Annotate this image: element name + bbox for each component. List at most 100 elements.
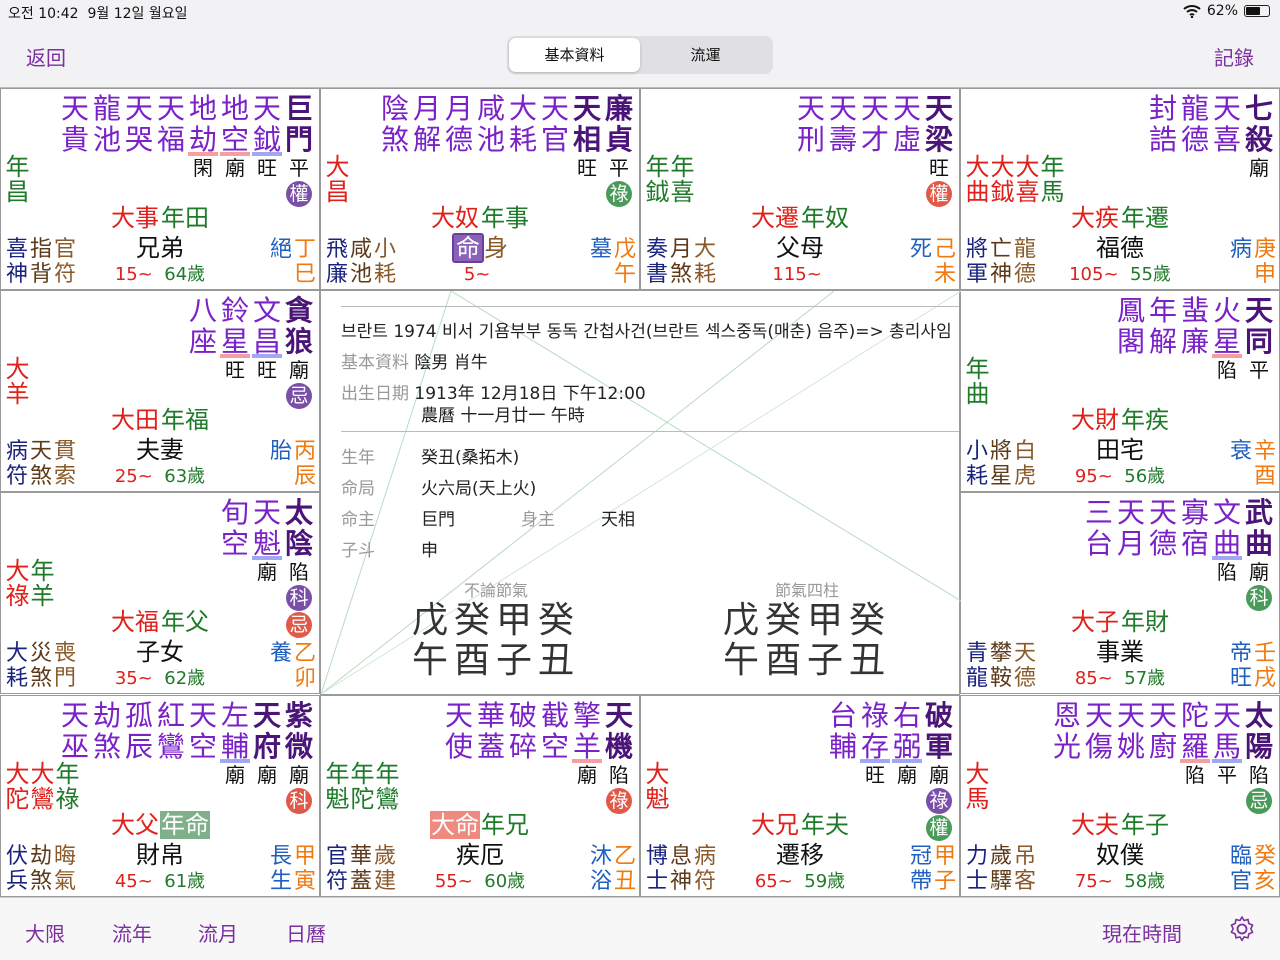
- minor-star[interactable]: 鳳閣: [1115, 295, 1147, 382]
- minor-star[interactable]: 天虛: [891, 93, 923, 207]
- minor-star[interactable]: 天哭: [123, 93, 155, 207]
- major-star[interactable]: 破軍廟祿權: [923, 700, 955, 841]
- pillar-title: 節氣四柱: [774, 581, 839, 600]
- minor-star[interactable]: 天刑: [795, 93, 827, 207]
- minor-star[interactable]: 龍德: [1179, 93, 1211, 180]
- major-star[interactable]: 天同平: [1243, 295, 1275, 382]
- minor-star[interactable]: 天傷: [1083, 700, 1115, 814]
- major-star[interactable]: 天府廟: [251, 700, 283, 814]
- minor-star[interactable]: 月德: [443, 93, 475, 207]
- minor-star[interactable]: 蜚廉: [1179, 295, 1211, 382]
- major-star[interactable]: 七殺廟: [1243, 93, 1275, 180]
- major-star[interactable]: 天梁旺權: [923, 93, 955, 207]
- minor-star[interactable]: 鈴星旺: [219, 295, 251, 409]
- record-button[interactable]: 記錄: [1214, 46, 1254, 70]
- minor-gods: 小耗將星白虎: [965, 439, 1037, 489]
- back-button[interactable]: 返回: [26, 46, 66, 70]
- minor-star[interactable]: 左輔廟: [219, 700, 251, 814]
- minor-star[interactable]: 火星陷: [1211, 295, 1243, 382]
- minor-star[interactable]: 祿存旺: [859, 700, 891, 841]
- minor-star[interactable]: 寡宿: [1179, 497, 1211, 611]
- major-star[interactable]: 紫微廟科: [283, 700, 315, 814]
- major-star[interactable]: 太陽陷忌: [1243, 700, 1275, 814]
- minor-star[interactable]: 紅鸞: [155, 700, 187, 814]
- minor-star[interactable]: 旬空: [219, 497, 251, 638]
- minor-star[interactable]: 地劫閑: [187, 93, 219, 207]
- minor-star[interactable]: 天喜: [1211, 93, 1243, 180]
- minor-star[interactable]: 天巫: [59, 700, 91, 814]
- minor-star[interactable]: 天月: [1115, 497, 1147, 611]
- major-star[interactable]: 天機陷祿: [603, 700, 635, 814]
- gear-icon[interactable]: [1228, 915, 1256, 943]
- minor-star[interactable]: 八座: [187, 295, 219, 409]
- minor-star[interactable]: 天福: [155, 93, 187, 207]
- minor-star[interactable]: 華蓋: [475, 700, 507, 814]
- minor-star[interactable]: 台輔: [827, 700, 859, 841]
- minor-star[interactable]: 咸池: [475, 93, 507, 207]
- minor-god: 龍德: [1013, 237, 1036, 287]
- minor-star[interactable]: 天才: [859, 93, 891, 207]
- minor-star[interactable]: 劫煞: [91, 700, 123, 814]
- minor-star[interactable]: 大耗: [507, 93, 539, 207]
- minor-star[interactable]: 破碎: [507, 700, 539, 814]
- minor-star[interactable]: 右弼廟: [891, 700, 923, 841]
- stem-branch: 病庚申: [1229, 237, 1277, 287]
- yearly-button[interactable]: 流年: [112, 922, 152, 946]
- minor-star[interactable]: 封誥: [1147, 93, 1179, 180]
- minor-star[interactable]: 天廚: [1147, 700, 1179, 814]
- minor-star[interactable]: 擎羊廟: [571, 700, 603, 814]
- minor-star[interactable]: 文曲陷: [1211, 497, 1243, 611]
- minor-star[interactable]: 天官: [539, 93, 571, 207]
- major-period-button[interactable]: 大限: [25, 922, 65, 946]
- age-range: 115~: [641, 263, 959, 287]
- calendar-button[interactable]: 日曆: [286, 922, 326, 946]
- period-palace-label: 年財: [1121, 608, 1169, 636]
- minor-star[interactable]: 陰煞: [379, 93, 411, 207]
- monthly-button[interactable]: 流月: [198, 922, 238, 946]
- minor-star[interactable]: 地空廟: [219, 93, 251, 207]
- tab-basic-info[interactable]: 基本資料: [509, 38, 640, 72]
- current-time-button[interactable]: 現在時間: [1102, 922, 1182, 946]
- minor-star[interactable]: 文昌旺: [251, 295, 283, 409]
- minor-star[interactable]: 月解: [411, 93, 443, 207]
- period-palace-labels: 大疾年遷: [961, 203, 1279, 233]
- minor-star[interactable]: 天德: [1147, 497, 1179, 611]
- major-star[interactable]: 巨門平權: [283, 93, 315, 207]
- minor-star[interactable]: 天壽: [827, 93, 859, 207]
- period-palace-labels: 大命年兄: [321, 810, 639, 840]
- minor-star[interactable]: 天魁廟: [251, 497, 283, 638]
- major-star[interactable]: 天相旺: [571, 93, 603, 207]
- minor-star[interactable]: 三台: [1083, 497, 1115, 611]
- minor-star[interactable]: 天馬平: [1211, 700, 1243, 814]
- minor-star[interactable]: 天姚: [1115, 700, 1147, 814]
- minor-star[interactable]: 恩光: [1051, 700, 1083, 814]
- minor-star[interactable]: 天空: [187, 700, 219, 814]
- major-star[interactable]: 廉貞平祿: [603, 93, 635, 207]
- minor-star[interactable]: 孤辰: [123, 700, 155, 814]
- minor-star[interactable]: 陀羅陷: [1179, 700, 1211, 814]
- minor-star[interactable]: 天貴: [59, 93, 91, 207]
- tab-fortune[interactable]: 流運: [690, 46, 721, 64]
- major-star[interactable]: 貪狼廟忌: [283, 295, 315, 409]
- minor-star[interactable]: 截空: [539, 700, 571, 814]
- major-star[interactable]: 太陰陷科忌: [283, 497, 315, 638]
- transformation-badge: 忌: [1246, 788, 1272, 814]
- minor-star[interactable]: 龍池: [91, 93, 123, 207]
- major-star[interactable]: 武曲廟科: [1243, 497, 1275, 611]
- minor-star[interactable]: 年解: [1147, 295, 1179, 382]
- minor-star[interactable]: 天鉞旺: [251, 93, 283, 207]
- minor-star[interactable]: 天使: [443, 700, 475, 814]
- period-palace-label: 大命: [430, 811, 480, 839]
